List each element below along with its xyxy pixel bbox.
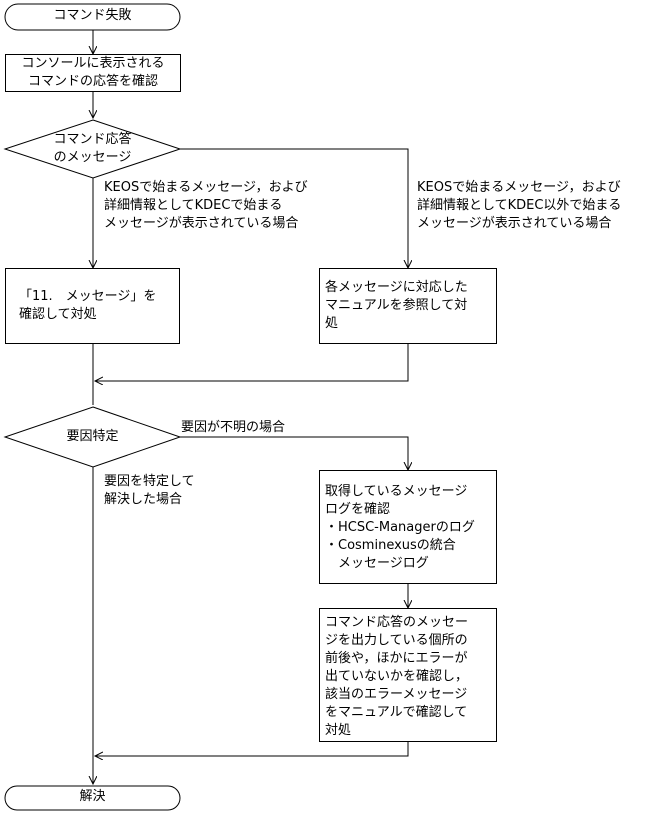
check-errors-label: コマンド応答のメッセー ジを出力している個所の 前後や，ほかにエラーが 出ていな… [325,615,469,738]
arrow-unknown-branch [180,436,408,470]
refer-section-label: 「11. メッセージ」を 確認して対処 [19,289,157,322]
end-terminator [4,785,181,811]
arrow-other-branch [180,148,408,268]
arrow-right-merge [95,344,409,381]
end-label: 解決 [79,789,106,804]
check-errors-box: コマンド応答のメッセー ジを出力している個所の 前後や，ほかにエラーが 出ていな… [319,608,497,742]
check-logs-label: 取得しているメッセージ ログを確認 ・HCSC-Managerのログ ・Cosm… [325,484,475,571]
decision-message-label: コマンド応答 のメッセージ [53,132,132,165]
check-response-box: コンソールに表示される コマンドの応答を確認 [5,54,181,92]
refer-manual-label: 各メッセージに対応した マニュアルを参照して対 処 [325,280,468,331]
check-response-label: コンソールに表示される コマンドの応答を確認 [21,56,165,89]
start-terminator [4,3,181,31]
start-label: コマンド失敗 [53,8,132,23]
check-logs-box: 取得しているメッセージ ログを確認 ・HCSC-Managerのログ ・Cosm… [319,470,497,584]
refer-section-box: 「11. メッセージ」を 確認して対処 [5,268,180,344]
arrow-errors-merge [95,742,409,756]
branch-unknown-label: 要因が不明の場合 [181,420,286,435]
branch-solved-label: 要因を特定して 解決した場合 [104,474,195,507]
refer-manual-box: 各メッセージに対応した マニュアルを参照して対 処 [319,268,497,344]
branch-other-label: KEOSで始まるメッセージ，および 詳細情報としてKDEC以外で始まる メッセー… [417,180,622,231]
decision-cause-label: 要因特定 [66,429,119,444]
branch-kdec-label: KEOSで始まるメッセージ，および 詳細情報としてKDECで始まる メッセージが… [104,180,308,231]
